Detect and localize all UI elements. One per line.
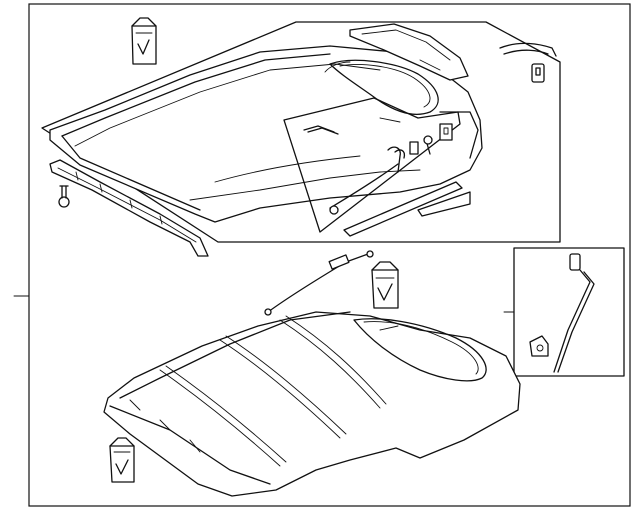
harness-detail-outline	[283, 97, 461, 233]
tensioner-cable[interactable]	[264, 250, 374, 316]
diagram-frame	[28, 3, 631, 507]
wiring-harness[interactable]	[499, 42, 557, 83]
side-weatherstrip[interactable]	[49, 159, 209, 257]
hardtop-group-outline	[41, 21, 561, 243]
harness-detail-parts	[303, 117, 453, 215]
hardtop-shell-assembly[interactable]	[49, 45, 483, 223]
roof-trim-molding[interactable]	[343, 181, 471, 237]
fastener-bolt[interactable]	[58, 185, 70, 208]
hardware-kit-bag-2[interactable]	[371, 261, 399, 309]
soft-top-assembly[interactable]	[103, 311, 521, 497]
hardware-kit-bag[interactable]	[131, 17, 157, 65]
hardware-kit-bag-3[interactable]	[109, 437, 135, 483]
lock-rod-assembly[interactable]	[529, 253, 595, 373]
lock-rod-detail-frame	[513, 247, 625, 377]
rear-window-glass[interactable]	[349, 23, 469, 81]
